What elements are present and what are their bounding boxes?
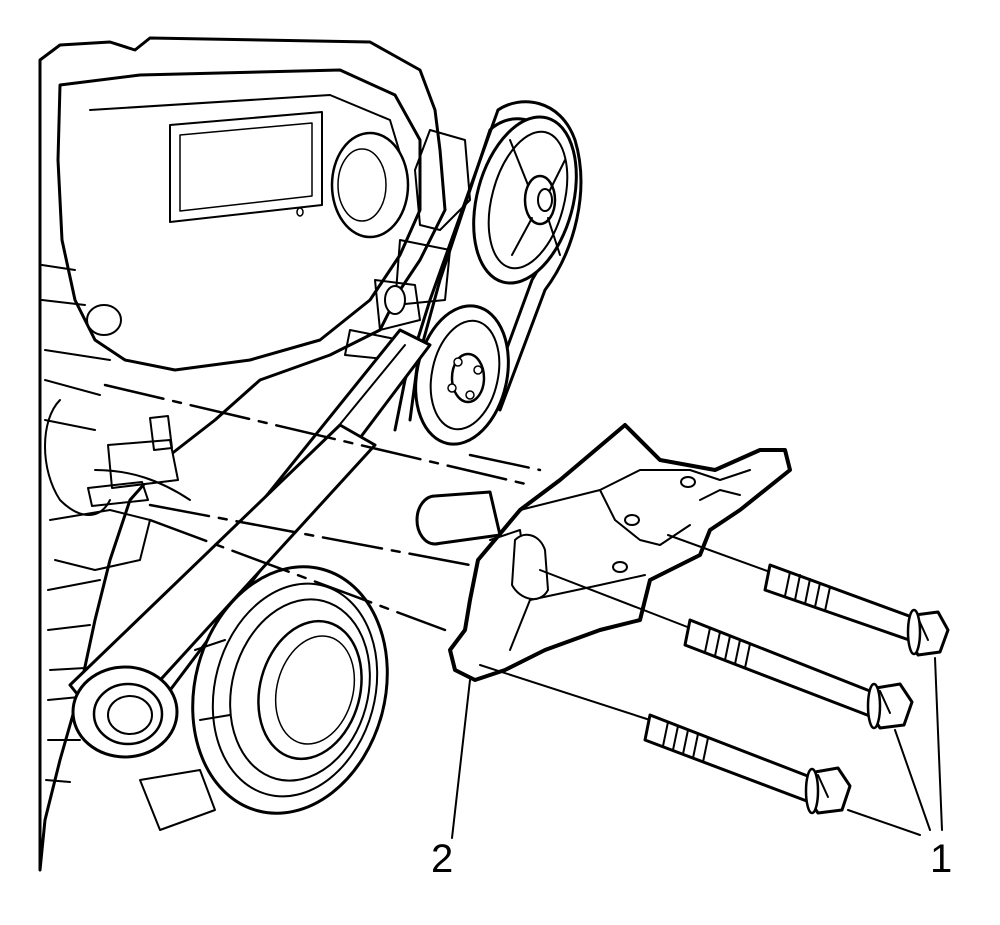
engine-mount-bracket [415,423,792,682]
bolt-axis-lines [479,534,771,721]
crankshaft-pulley [191,565,389,815]
callout-label-2: 2 [431,837,453,881]
callout-label-1: 1 [930,837,952,881]
engine-block [38,36,447,872]
leader-lines [451,657,943,839]
upper-idler-pulley [472,115,578,285]
middle-pulley [414,304,510,446]
mount-strut [68,423,377,759]
alignment-lines [103,383,542,632]
bolt-upper [763,563,950,657]
tensioner-area [344,129,471,361]
bolt-lower [643,713,852,815]
bolt-middle [683,618,914,730]
